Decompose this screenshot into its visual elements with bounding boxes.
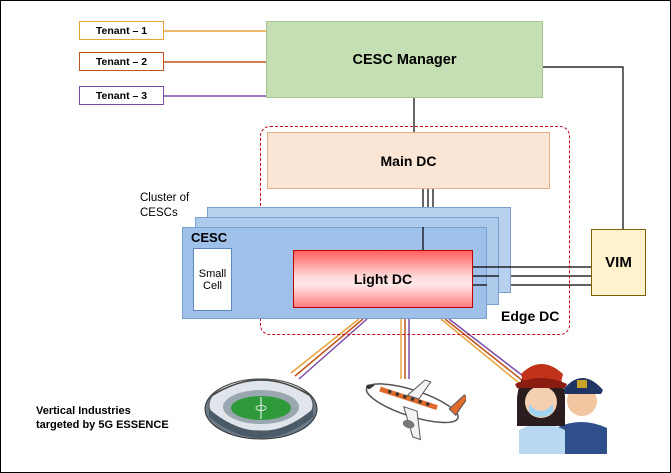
small-cell-box: Small Cell	[193, 248, 232, 311]
cluster-label: Cluster of CESCs	[140, 192, 190, 219]
cesc-label: CESC	[191, 230, 228, 245]
cesc-manager-box: CESC Manager	[266, 21, 543, 98]
vim-box: VIM	[591, 229, 646, 296]
tenant-1-box: Tenant – 1	[79, 21, 164, 40]
edge-dc-label: Edge DC	[501, 308, 560, 324]
manager-vim-line	[543, 66, 624, 229]
tenant-3-box: Tenant – 3	[79, 86, 164, 105]
tenant-2-box: Tenant – 2	[79, 52, 164, 71]
airplane-icon	[365, 379, 466, 441]
radio-links	[290, 318, 528, 384]
stadium-icon	[204, 378, 318, 440]
first-responders-icon	[515, 364, 607, 454]
light-dc-box: Light DC	[293, 250, 473, 308]
main-dc-box: Main DC	[267, 132, 550, 189]
verticals-label: Vertical Industries targeted by 5G ESSEN…	[36, 405, 169, 431]
